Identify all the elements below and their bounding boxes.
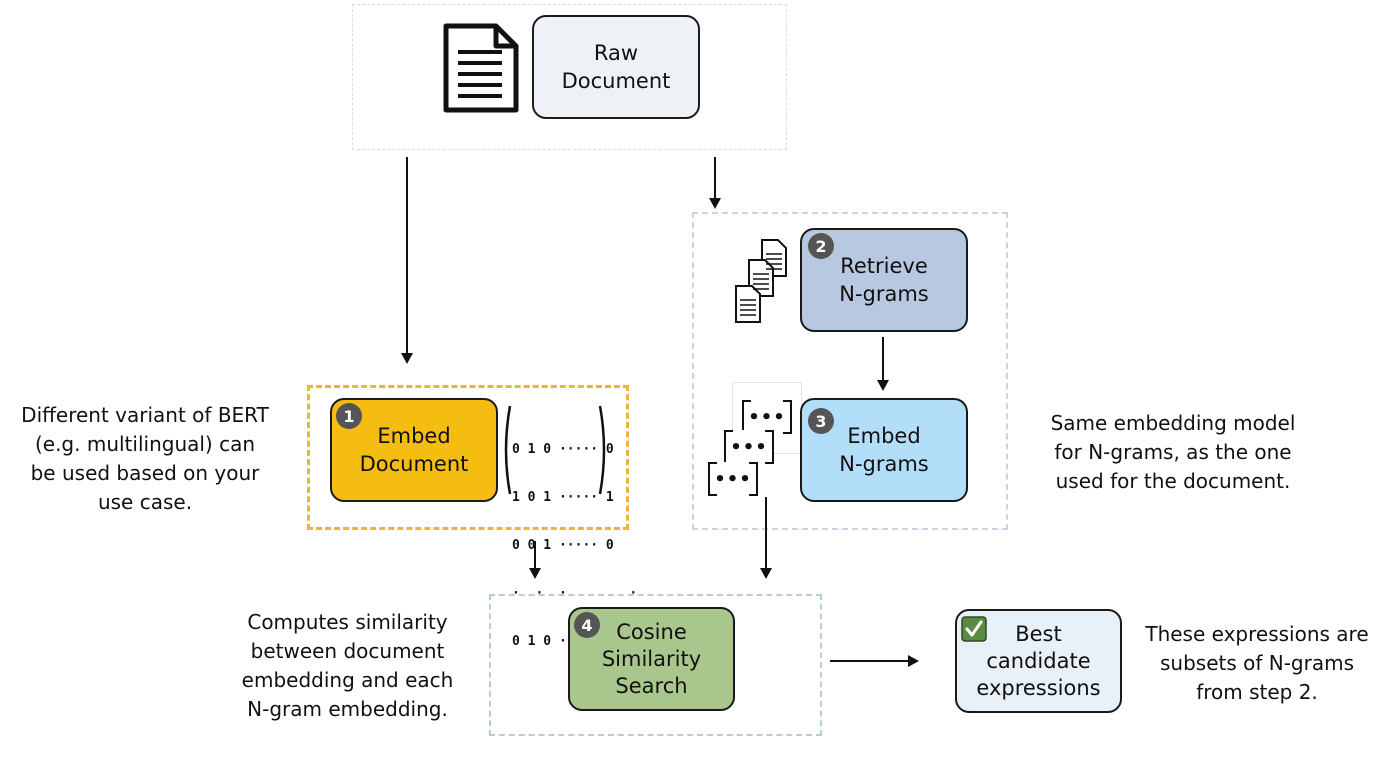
note-line: embedding and each	[241, 668, 454, 692]
step-4-badge: 4	[574, 612, 600, 638]
best-candidates-line3: expressions	[976, 675, 1101, 700]
checkbox-icon	[961, 616, 987, 642]
arrow-raw-to-ngram-region	[714, 157, 716, 199]
step-3-badge: 3	[808, 408, 834, 434]
best-candidates-line2: candidate	[986, 648, 1091, 673]
note-line: N-gram embedding.	[247, 697, 448, 721]
note-line: for N-grams, as the one	[1054, 440, 1292, 464]
ngram-bracket-icon-group: ••• ••• •••	[700, 380, 810, 500]
retrieve-ngrams-node: Retrieve N-grams	[800, 228, 968, 332]
note-line: Computes similarity	[247, 610, 448, 634]
note-line: These expressions are	[1145, 622, 1369, 646]
note-line: Different variant of BERT	[21, 403, 269, 427]
arrow-embed-document-to-cosine	[534, 541, 536, 569]
cosine-line1: Cosine	[616, 619, 687, 644]
embed-document-line1: Embed	[377, 424, 451, 448]
note-line: be used based on your	[30, 461, 260, 485]
matrix-row: 0 0 1 ····· 0	[512, 538, 614, 553]
cosine-line2: Similarity	[601, 646, 702, 671]
arrow-head	[529, 568, 541, 579]
raw-document-region	[352, 4, 787, 150]
step-1-badge: 1	[336, 403, 362, 429]
matrix-row: 1 0 1 ····· 1	[512, 490, 614, 505]
embed-document-region	[307, 385, 629, 530]
step-2-badge: 2	[808, 233, 834, 259]
retrieve-ngrams-line1: Retrieve	[840, 254, 928, 278]
retrieve-ngrams-line2: N-grams	[839, 282, 929, 306]
note-line: (e.g. multilingual) can	[34, 432, 256, 456]
ngram-region	[692, 212, 1008, 530]
cosine-line3: Search	[615, 673, 688, 698]
embed-document-line2: Document	[359, 452, 469, 476]
cosine-similarity-node: Cosine Similarity Search	[568, 607, 735, 711]
note-line: from step 2.	[1196, 680, 1318, 704]
raw-document-line2: Document	[561, 69, 671, 93]
ngram-bracket-icon: •••	[708, 462, 758, 496]
documents-stack-icon	[735, 239, 787, 323]
raw-document-line1: Raw	[593, 41, 639, 65]
note-line: Same embedding model	[1050, 411, 1296, 435]
arrow-raw-to-embed-document	[406, 157, 408, 355]
matrix-icon: 0 1 0 ····· 0 1 0 1 ····· 1 0 0 1 ····· …	[500, 402, 637, 649]
arrow-head	[760, 568, 772, 579]
arrow-head	[908, 655, 919, 667]
best-candidates-node: Best candidate expressions	[955, 609, 1122, 713]
arrow-retrieve-to-embed-ngrams	[882, 337, 884, 381]
arrow-embed-ngrams-to-cosine	[765, 497, 767, 569]
note-line: used for the document.	[1055, 469, 1291, 493]
arrow-cosine-to-candidates	[830, 660, 910, 662]
expressions-subsets-note: These expressions are subsets of N-grams…	[1126, 620, 1388, 707]
document-icon	[443, 23, 519, 113]
raw-document-node: Raw Document	[532, 15, 700, 119]
ngram-bracket-icon: •••	[742, 400, 792, 434]
bert-variant-note: Different variant of BERT (e.g. multilin…	[0, 401, 290, 517]
note-line: between document	[250, 639, 445, 663]
arrow-head	[877, 380, 889, 391]
computes-similarity-note: Computes similarity between document emb…	[210, 608, 485, 724]
note-line: use case.	[97, 490, 193, 514]
arrow-head	[709, 198, 721, 209]
matrix-row: 0 1 0 ····· 0	[512, 442, 614, 457]
cosine-similarity-region	[489, 594, 822, 736]
matrix-row: · · · ·	[512, 586, 638, 601]
same-model-note: Same embedding model for N-grams, as the…	[1018, 409, 1328, 496]
note-line: subsets of N-grams	[1159, 651, 1355, 675]
embed-ngrams-line2: N-grams	[839, 452, 929, 476]
embed-ngrams-line1: Embed	[847, 424, 921, 448]
best-candidates-line1: Best	[1015, 621, 1062, 646]
arrow-head	[401, 353, 413, 364]
ngram-bracket-icon: •••	[724, 430, 774, 464]
